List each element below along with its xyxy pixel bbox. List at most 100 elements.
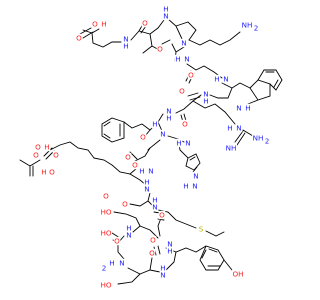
atom-label: H	[183, 182, 188, 191]
atom-label-background	[263, 136, 271, 146]
atom-label: H	[144, 178, 149, 187]
atom-label-background	[202, 96, 210, 106]
atom-label: H	[227, 124, 232, 133]
atom-label: HO	[100, 208, 111, 217]
atom-label: H	[214, 75, 219, 84]
atom-label: O	[182, 120, 188, 129]
atom-label-background	[100, 263, 108, 273]
atom-label-background	[122, 34, 130, 44]
atom-label-background	[181, 119, 189, 129]
atom-label: H	[41, 168, 46, 177]
bond	[167, 18, 197, 41]
atom-label-background	[151, 195, 159, 205]
atom-label-background	[174, 54, 182, 64]
atom-label: N	[203, 90, 208, 99]
bond	[49, 141, 95, 159]
atom-label: O	[114, 237, 120, 246]
atom-label-background	[165, 106, 173, 116]
atom-label: H	[160, 264, 165, 273]
bond	[132, 225, 159, 239]
bond	[177, 138, 201, 171]
atom-label: O	[125, 153, 131, 162]
bond	[79, 27, 94, 39]
atom-label: N	[167, 240, 172, 249]
bond	[129, 200, 149, 207]
bond	[117, 242, 125, 260]
bond	[165, 251, 177, 271]
bond	[189, 156, 198, 173]
atom-label: N	[181, 39, 186, 48]
atom-label-background	[232, 269, 244, 279]
bond	[157, 113, 164, 132]
atom-label-background	[159, 270, 167, 280]
atom-label: N	[236, 124, 241, 133]
atom-label-background	[43, 142, 51, 152]
atom-label-background	[191, 181, 199, 191]
atom-label-background	[166, 239, 174, 249]
atom-label-background	[151, 202, 159, 212]
atom-label-background	[182, 181, 190, 191]
atom-label-background	[159, 263, 167, 273]
atom-label: N	[193, 172, 198, 181]
atom-label-background	[122, 41, 130, 51]
bond	[209, 87, 233, 99]
atom-label: O	[76, 34, 82, 43]
atom-label-background	[226, 123, 234, 133]
bond	[265, 71, 279, 88]
atom-label: N	[123, 35, 128, 44]
atom-label: N	[163, 12, 168, 21]
atom-label-background	[91, 19, 99, 29]
atom-label-background	[32, 150, 40, 160]
atom-label-background	[113, 236, 121, 246]
atom-label: H	[176, 139, 181, 148]
bond	[117, 273, 141, 285]
atom-label: OH	[232, 270, 243, 279]
bond	[149, 257, 153, 271]
atom-label: H	[203, 97, 208, 106]
atom-label-background	[192, 171, 200, 181]
atom-label-background	[48, 167, 56, 177]
atom-label-background	[75, 33, 83, 43]
bond	[157, 217, 162, 237]
bond	[113, 211, 141, 227]
atom-label-background	[100, 228, 112, 238]
bond	[192, 100, 236, 125]
bond	[223, 259, 233, 271]
bond	[29, 165, 34, 177]
atom-label-background	[175, 138, 183, 148]
atom-label: N	[166, 107, 171, 116]
atom-label: N	[185, 139, 190, 148]
bond	[127, 267, 161, 275]
atom-label-background	[100, 280, 112, 290]
atom-label: N	[119, 259, 124, 268]
acetic-acid-structure	[19, 159, 41, 177]
atom-label: N	[144, 185, 149, 194]
bond	[205, 230, 225, 237]
atom-label-background	[235, 123, 243, 133]
atom-label-background	[118, 258, 126, 268]
atom-label: H	[101, 20, 106, 29]
atom-label: N	[184, 55, 189, 64]
peptide-structure	[43, 18, 283, 285]
atom-label: O	[142, 19, 148, 28]
atom-label: NH	[242, 21, 253, 30]
bond	[188, 31, 241, 46]
atom-label: O	[159, 211, 165, 220]
atom-label: H	[245, 104, 250, 113]
atom-label: NH	[226, 144, 237, 153]
atom-label-background	[244, 103, 252, 113]
atom-label: H	[126, 224, 131, 233]
bond	[19, 159, 41, 167]
atom-label: N	[148, 167, 153, 176]
atom-label-background	[235, 103, 243, 113]
atom-label-background	[148, 248, 156, 258]
atom-label-background	[138, 166, 146, 176]
atom-label: H	[152, 120, 157, 129]
atom-label-background	[156, 44, 164, 54]
atom-label: NH	[253, 134, 264, 143]
atom-label-background	[151, 119, 159, 129]
atom-label: O	[103, 192, 109, 201]
atom-label-background	[147, 166, 155, 176]
bond	[249, 79, 271, 101]
